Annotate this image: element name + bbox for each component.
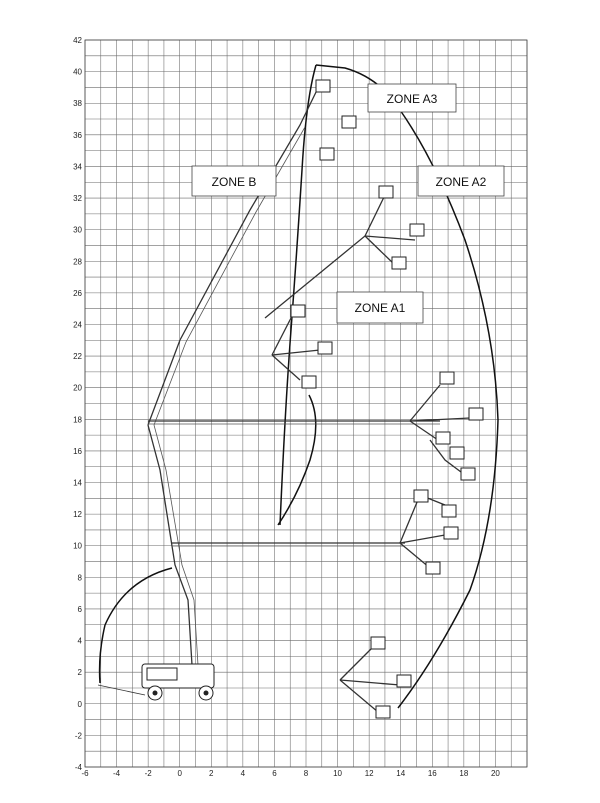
platform-basket bbox=[319, 147, 335, 161]
zone-label-a1: ZONE A1 bbox=[336, 291, 424, 324]
y-tick-label: 30 bbox=[73, 226, 82, 235]
x-axis-tick-labels: -6 -4 -2 0 2 4 6 8 10 12 14 16 18 20 bbox=[81, 769, 500, 778]
y-tick-label: 0 bbox=[78, 700, 83, 709]
platform-basket bbox=[425, 561, 441, 575]
y-tick-label: 16 bbox=[73, 447, 82, 456]
y-tick-label: -2 bbox=[75, 731, 83, 740]
zone-label-a2: ZONE A2 bbox=[417, 165, 505, 197]
plot-frame bbox=[84, 39, 528, 768]
y-tick-label: 10 bbox=[73, 542, 82, 551]
platform-basket bbox=[441, 504, 457, 518]
platform-basket bbox=[396, 674, 412, 688]
platform-basket bbox=[341, 115, 357, 129]
y-tick-label: 14 bbox=[73, 479, 82, 488]
platform-basket bbox=[378, 185, 394, 199]
grid bbox=[84, 39, 528, 768]
mast bbox=[147, 424, 193, 666]
y-tick-label: 12 bbox=[73, 510, 82, 519]
envelope-outer bbox=[315, 64, 499, 709]
platform-basket bbox=[290, 304, 306, 318]
x-tick-label: 18 bbox=[459, 769, 468, 778]
x-tick-label: 8 bbox=[304, 769, 309, 778]
y-tick-label: 6 bbox=[78, 605, 83, 614]
platform-basket bbox=[435, 431, 451, 445]
platform-basket bbox=[301, 375, 317, 389]
y-tick-label: 38 bbox=[73, 99, 82, 108]
y-tick-label: 8 bbox=[78, 573, 83, 582]
x-tick-label: 6 bbox=[272, 769, 277, 778]
x-tick-label: 4 bbox=[241, 769, 246, 778]
y-tick-label: 26 bbox=[73, 289, 82, 298]
platform-basket bbox=[315, 79, 331, 93]
envelope-inner-a3 bbox=[279, 64, 317, 526]
aerial-lift-machine bbox=[141, 663, 215, 701]
platform-basket bbox=[391, 256, 407, 270]
y-tick-label: -4 bbox=[75, 763, 83, 772]
y-tick-label: 40 bbox=[73, 68, 82, 77]
y-tick-label: 4 bbox=[78, 637, 83, 646]
x-tick-label: 14 bbox=[396, 769, 405, 778]
platform-basket bbox=[370, 636, 386, 650]
platform-basket bbox=[413, 489, 429, 503]
boom-to-zone-a3 bbox=[147, 87, 319, 426]
platform-basket bbox=[468, 407, 484, 421]
y-tick-label: 2 bbox=[78, 668, 83, 677]
zone-label-text: ZONE A2 bbox=[436, 175, 487, 189]
wheel-hub bbox=[203, 690, 209, 696]
x-tick-label: 16 bbox=[428, 769, 437, 778]
platform-basket bbox=[449, 446, 465, 460]
y-tick-label: 34 bbox=[73, 162, 82, 171]
machine-counterweight bbox=[146, 667, 178, 681]
y-tick-label: 28 bbox=[73, 257, 82, 266]
zone-label-text: ZONE A1 bbox=[355, 301, 406, 315]
platform-basket bbox=[375, 705, 391, 719]
y-tick-label: 22 bbox=[73, 352, 82, 361]
x-tick-label: 20 bbox=[491, 769, 500, 778]
platform-baskets bbox=[290, 79, 484, 719]
ground-reference-line bbox=[97, 684, 146, 696]
platform-basket bbox=[439, 371, 455, 385]
envelope-lower-swing bbox=[98, 567, 173, 684]
x-tick-label: 12 bbox=[365, 769, 374, 778]
y-tick-label: 42 bbox=[73, 36, 82, 45]
wheel-hub bbox=[152, 690, 158, 696]
x-tick-label: 2 bbox=[209, 769, 214, 778]
boom-positions bbox=[147, 87, 471, 713]
y-axis-tick-labels: -4-2024681012141618202224262830323436384… bbox=[73, 36, 82, 772]
x-tick-label: -2 bbox=[145, 769, 153, 778]
zone-label-text: ZONE A3 bbox=[387, 92, 438, 106]
platform-basket bbox=[317, 341, 333, 355]
y-tick-label: 18 bbox=[73, 415, 82, 424]
x-tick-label: -6 bbox=[81, 769, 89, 778]
y-tick-label: 32 bbox=[73, 194, 82, 203]
x-tick-label: -4 bbox=[113, 769, 121, 778]
x-tick-label: 10 bbox=[333, 769, 342, 778]
platform-basket bbox=[460, 467, 476, 481]
platform-basket bbox=[443, 526, 459, 540]
zone-label-b: ZONE B bbox=[191, 165, 277, 197]
zone-label-text: ZONE B bbox=[212, 175, 257, 189]
y-tick-label: 24 bbox=[73, 320, 82, 329]
platform-basket bbox=[409, 223, 425, 237]
y-tick-label: 36 bbox=[73, 131, 82, 140]
zone-label-a3: ZONE A3 bbox=[367, 83, 457, 113]
envelope-inner-a1 bbox=[277, 394, 317, 526]
y-tick-label: 20 bbox=[73, 384, 82, 393]
x-tick-label: 0 bbox=[177, 769, 182, 778]
